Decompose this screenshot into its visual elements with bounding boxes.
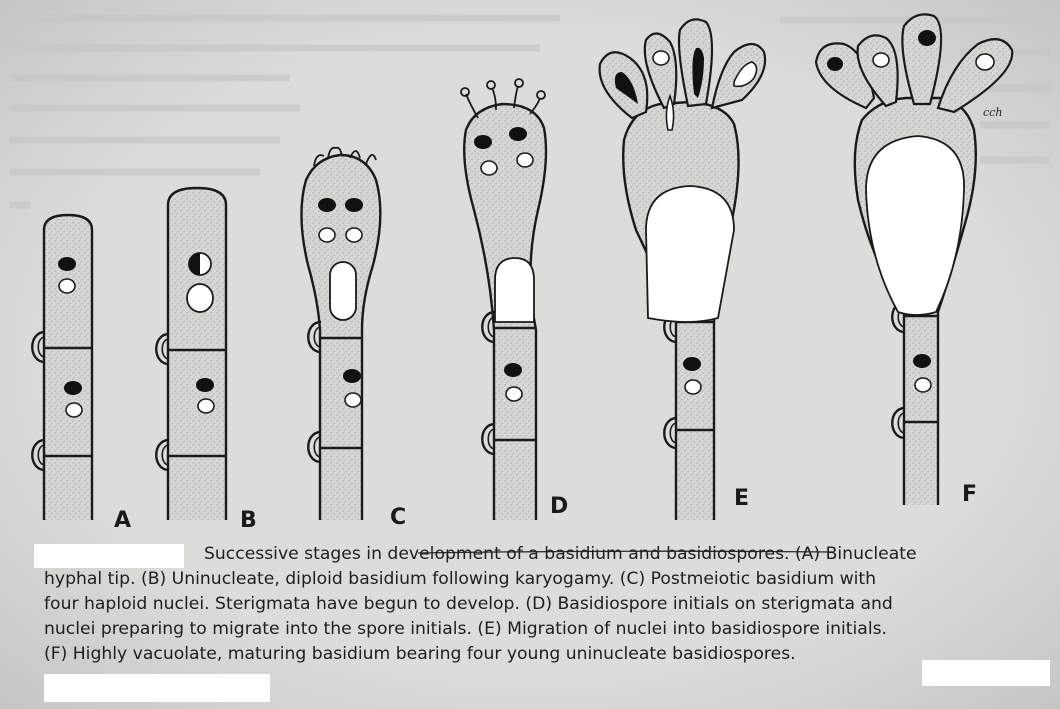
panel-label-c: C xyxy=(390,505,406,530)
caption-line-1-end: . (A) Binucleate xyxy=(784,544,917,564)
handwritten-note: cch xyxy=(983,106,1002,119)
redaction-block-bottom-left xyxy=(44,674,270,702)
caption-line-3: four haploid nuclei. Sterigmata have beg… xyxy=(44,592,1054,617)
caption-line-4: nuclei preparing to migrate into the spo… xyxy=(44,617,1054,642)
caption-line-2: hyphal tip. (B) Uninucleate, diploid bas… xyxy=(44,567,1054,592)
panel-label-f: F xyxy=(962,482,977,507)
redaction-block-caption-right xyxy=(922,660,1050,686)
panel-label-b: B xyxy=(240,508,257,533)
caption-line-1: Successive stages in development of a ba… xyxy=(44,542,1054,567)
panel-label-a: A xyxy=(114,508,131,533)
panel-label-d: D xyxy=(550,494,568,519)
panel-label-e: E xyxy=(734,486,749,511)
redaction-block-caption-left xyxy=(34,544,184,568)
caption-line-1-start: Successive stages in de xyxy=(204,544,409,564)
caption-underlined-phrase: velopment of a basidium and basidiospore… xyxy=(409,544,784,564)
caption-line-5: (F) Highly vacuolate, maturing basidium … xyxy=(44,642,1054,667)
figure-caption: Successive stages in development of a ba… xyxy=(44,542,1054,667)
